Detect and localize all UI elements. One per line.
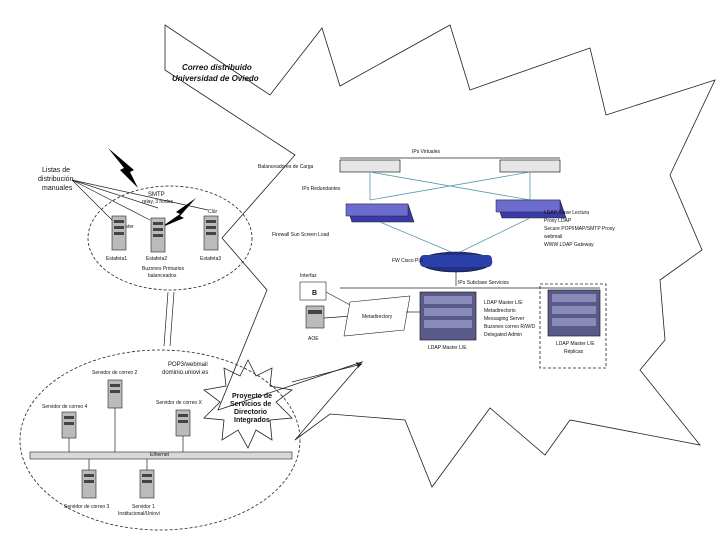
balancer-label: Balanceadores de Carga <box>258 164 314 170</box>
replicas-box <box>539 283 607 369</box>
firewall-2 <box>495 199 567 219</box>
server-icon <box>107 379 123 409</box>
slave-item-2: Proxy LDAP <box>544 218 572 224</box>
project-label-1: Proyecto de <box>232 393 272 400</box>
lists-label-2: distribución <box>38 176 74 183</box>
server-label-1b: Institucional/Uniovi <box>118 511 160 517</box>
lightning-icon <box>108 148 138 188</box>
pix-label: FW Cisco PIX <box>392 258 424 264</box>
mailboxes-label-2: balanceados <box>148 273 177 279</box>
load-balancer-1 <box>339 159 401 173</box>
slave-item-3: Secure POP/IMAP/SMTP Proxy <box>544 226 615 232</box>
metadirectory-shape <box>343 295 411 337</box>
server-icon <box>139 469 155 499</box>
server-label-1: Servidor 1 <box>132 504 155 510</box>
arrow-to-project <box>291 363 363 383</box>
aoe-label: AOE <box>308 336 319 342</box>
slave-item-1: LDAP Slave Lectura <box>544 210 589 216</box>
smtp-label: SMTP <box>148 192 165 198</box>
project-label-2: Servicios de <box>230 401 271 408</box>
master-item-1: LDAP Master L/E <box>484 300 523 306</box>
lightning-icon <box>160 198 196 228</box>
project-label-4: Integrados <box>234 417 270 424</box>
replica-rack <box>547 289 601 337</box>
right-burst-outline <box>164 24 716 488</box>
master-item-2: Metadirectorio <box>484 308 516 314</box>
pix-firewall <box>419 251 493 273</box>
replicas-label-1: LDAP Master L/E <box>556 341 595 347</box>
project-star-shape <box>203 359 293 449</box>
link-double-arrow <box>163 291 175 347</box>
master-item-3: Messaging Server <box>484 316 525 322</box>
ethernet-bus <box>29 451 293 460</box>
server-icon <box>111 215 127 251</box>
server-icon <box>150 217 166 253</box>
server-label-estafeta1: Estafeta1 <box>106 256 127 262</box>
master-item-4: Buzones correo R/W/D <box>484 324 536 330</box>
server-label-x: Servidor de correo X <box>156 400 203 406</box>
interfaz-label: Interfaz <box>300 273 317 279</box>
server-icon <box>61 411 77 439</box>
diagram-title-line2: Universidad de Oviedo <box>172 74 259 83</box>
db-label: B <box>312 290 317 297</box>
server-icon <box>81 469 97 499</box>
smtp-sub-label: relay, 3 nodos <box>142 199 174 205</box>
lists-label-1: Listas de <box>42 167 70 174</box>
server-label-4: Servidor de correo 4 <box>42 404 88 410</box>
slave-item-5: WWW LDAP Gateway <box>544 242 594 248</box>
pop-label-1: POP3/webmail <box>168 362 208 368</box>
meta-label: Metadirectory <box>362 314 393 320</box>
lists-label-3: manuales <box>42 185 73 192</box>
mailboxes-label-1: Buzones Primarios <box>142 266 184 272</box>
ldap-master-rack <box>419 291 477 341</box>
load-balancer-2 <box>499 159 561 173</box>
server-icon <box>175 409 191 437</box>
slave-item-4: webmail <box>544 234 562 240</box>
server-label-estafeta2: Estafeta2 <box>146 256 167 262</box>
project-label-3: Directorio <box>234 409 267 416</box>
pop-label-2: dominio.uniovi.es <box>162 370 208 376</box>
db-box <box>299 281 327 301</box>
replicas-label-2: Réplicas <box>564 349 584 355</box>
ips-redundant-label: IPs Redundantes <box>302 186 341 192</box>
subclass-label: IPs Subclase Servicios <box>458 280 509 286</box>
cluster-ellipse <box>87 185 253 291</box>
server-label-3: Servidor de correo 3 <box>64 504 110 510</box>
computer-icon <box>305 305 325 329</box>
diagram-title-line1: Correo distribuido <box>182 63 252 72</box>
server-label-2: Servidor de correo 2 <box>92 370 138 376</box>
firewall-1 <box>345 203 415 223</box>
server-icon <box>203 215 219 251</box>
firewall-label: Firewall Sun Screen Load <box>272 232 329 238</box>
lb-label: Clúr <box>208 209 218 215</box>
ips-virtuales-label: IPs Virtuales <box>412 149 440 155</box>
server-label-estafeta3: Estafeta3 <box>200 256 221 262</box>
network-ellipse <box>19 349 301 531</box>
master-label: LDAP Master L/E <box>428 345 467 351</box>
ethernet-label: Ethernet <box>150 452 170 458</box>
master-item-5: Delegated Admin <box>484 332 522 338</box>
